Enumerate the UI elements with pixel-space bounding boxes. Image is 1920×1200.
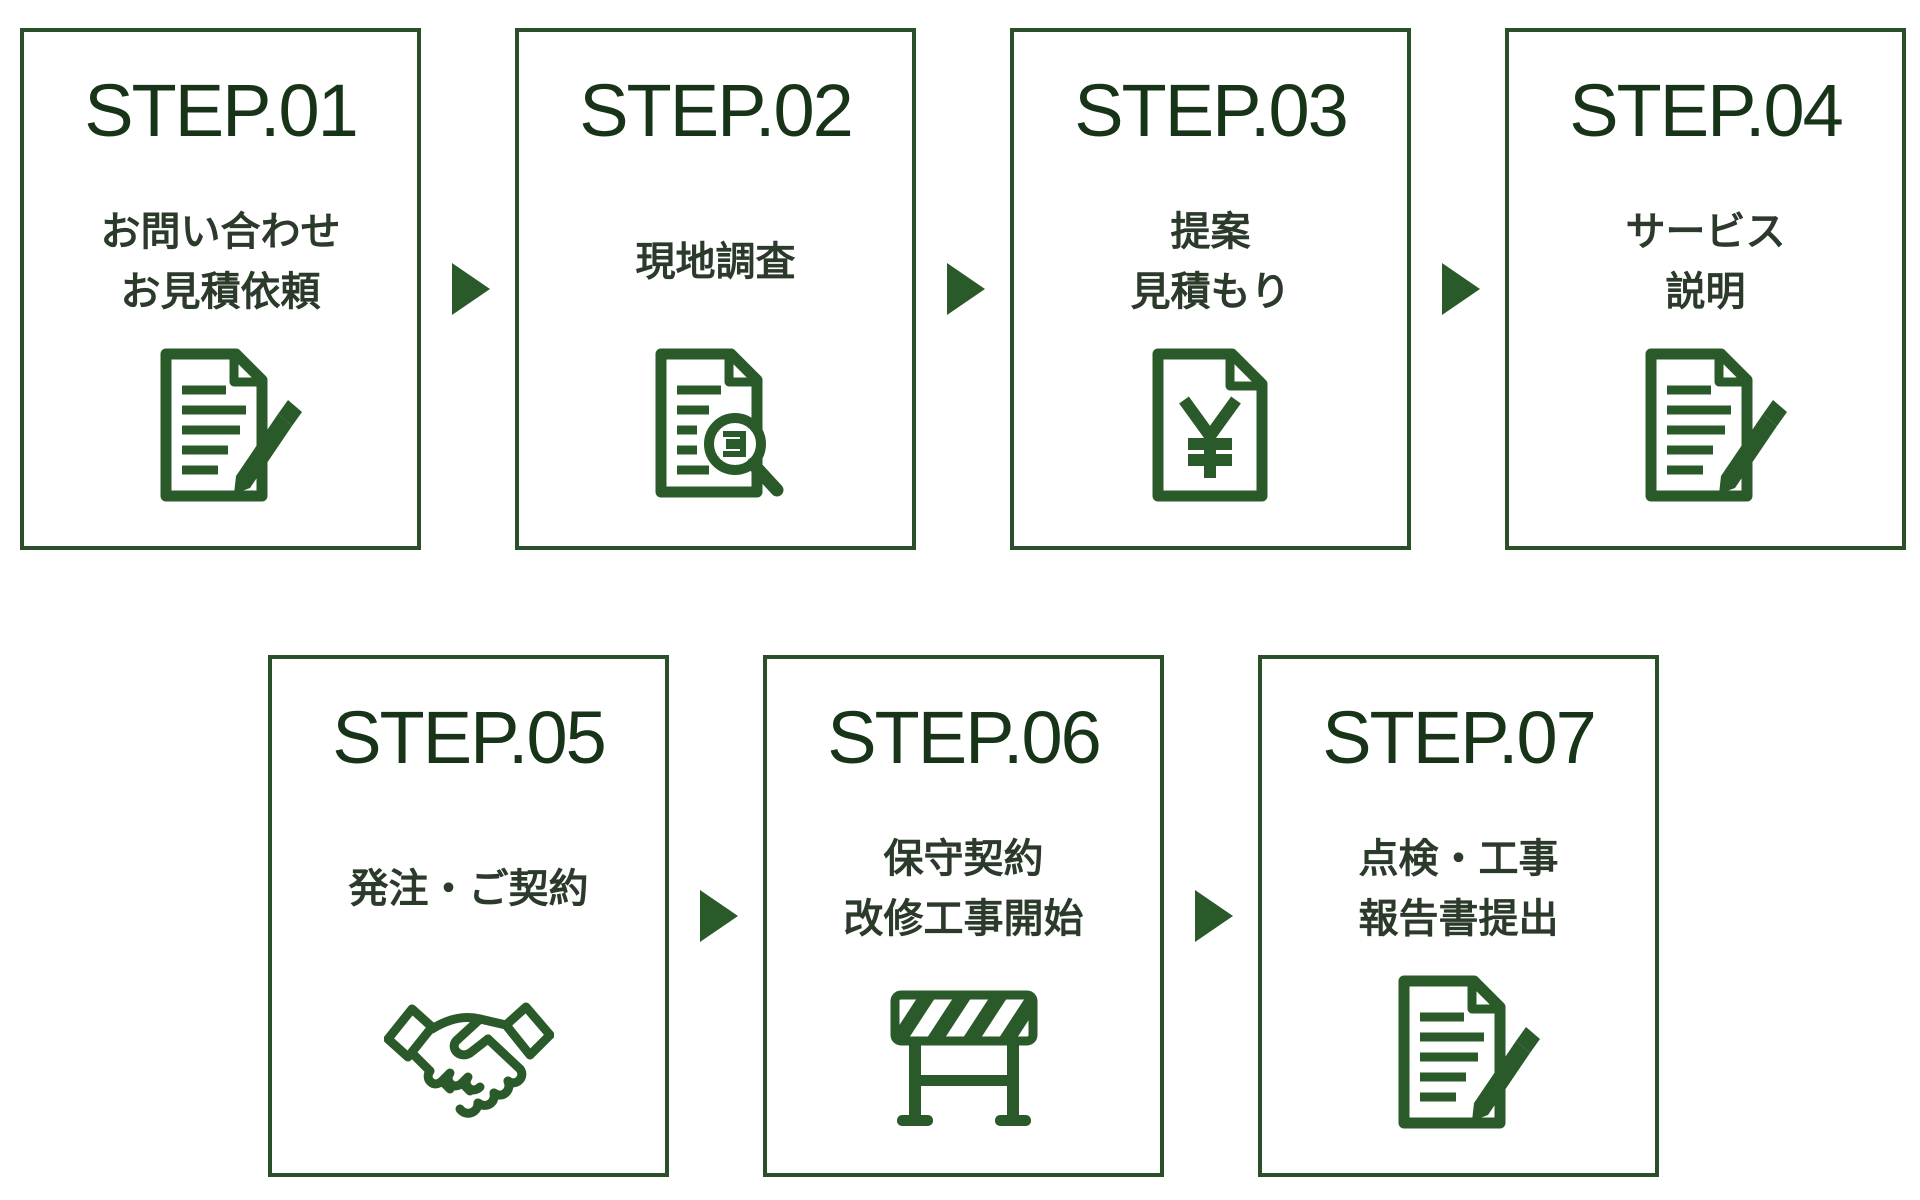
arrow-right-icon (947, 263, 985, 315)
yen-document-icon (1126, 342, 1296, 512)
handshake-icon (383, 969, 554, 1139)
arrow-right-icon (1442, 263, 1480, 315)
step-title-line: 見積もり (1130, 269, 1291, 315)
step-label: STEP.06 (827, 696, 1102, 779)
step-title: 提案 見積もり (1024, 192, 1397, 332)
step-title: 現地調査 (529, 192, 902, 332)
arrow-right-icon (1195, 890, 1233, 942)
step-card-05: STEP.05 発注・ご契約 (268, 655, 669, 1177)
step-label: STEP.04 (1569, 69, 1844, 152)
step-title-line: お見積依頼 (120, 269, 321, 315)
document-pen-icon (1374, 969, 1544, 1139)
step-title-line: お問い合わせ (100, 209, 341, 255)
step-title-line: 報告書提出 (1358, 896, 1559, 942)
step-label: STEP.01 (84, 69, 359, 152)
step-title-line: 現地調査 (635, 239, 796, 285)
step-title-line: 改修工事開始 (843, 896, 1084, 942)
document-pen-icon (136, 342, 306, 512)
step-title: 発注・ご契約 (282, 819, 655, 959)
step-label: STEP.05 (332, 696, 607, 779)
step-title: 点検・工事 報告書提出 (1272, 819, 1645, 959)
step-title-line: 説明 (1665, 269, 1746, 315)
road-barrier-icon (879, 969, 1049, 1139)
step-title-line: 保守契約 (883, 836, 1044, 882)
step-title-line: サービス (1625, 209, 1786, 255)
step-card-02: STEP.02 現地調査 (515, 28, 916, 550)
document-search-icon (631, 342, 801, 512)
step-card-06: STEP.06 保守契約 改修工事開始 (763, 655, 1164, 1177)
step-card-01: STEP.01 お問い合わせ お見積依頼 (20, 28, 421, 550)
step-title: サービス 説明 (1519, 192, 1892, 332)
step-card-07: STEP.07 点検・工事 報告書提出 (1258, 655, 1659, 1177)
step-title-line: 提案 (1170, 209, 1251, 255)
step-label: STEP.02 (579, 69, 854, 152)
step-title-line: 点検・工事 (1358, 836, 1559, 882)
document-pen-icon (1621, 342, 1791, 512)
arrow-right-icon (452, 263, 490, 315)
step-label: STEP.07 (1322, 696, 1597, 779)
step-title-line: 発注・ご契約 (348, 866, 589, 912)
step-label: STEP.03 (1074, 69, 1349, 152)
step-card-03: STEP.03 提案 見積もり (1010, 28, 1411, 550)
step-title: お問い合わせ お見積依頼 (34, 192, 407, 332)
step-card-04: STEP.04 サービス 説明 (1505, 28, 1906, 550)
arrow-right-icon (700, 890, 738, 942)
step-title: 保守契約 改修工事開始 (777, 819, 1150, 959)
